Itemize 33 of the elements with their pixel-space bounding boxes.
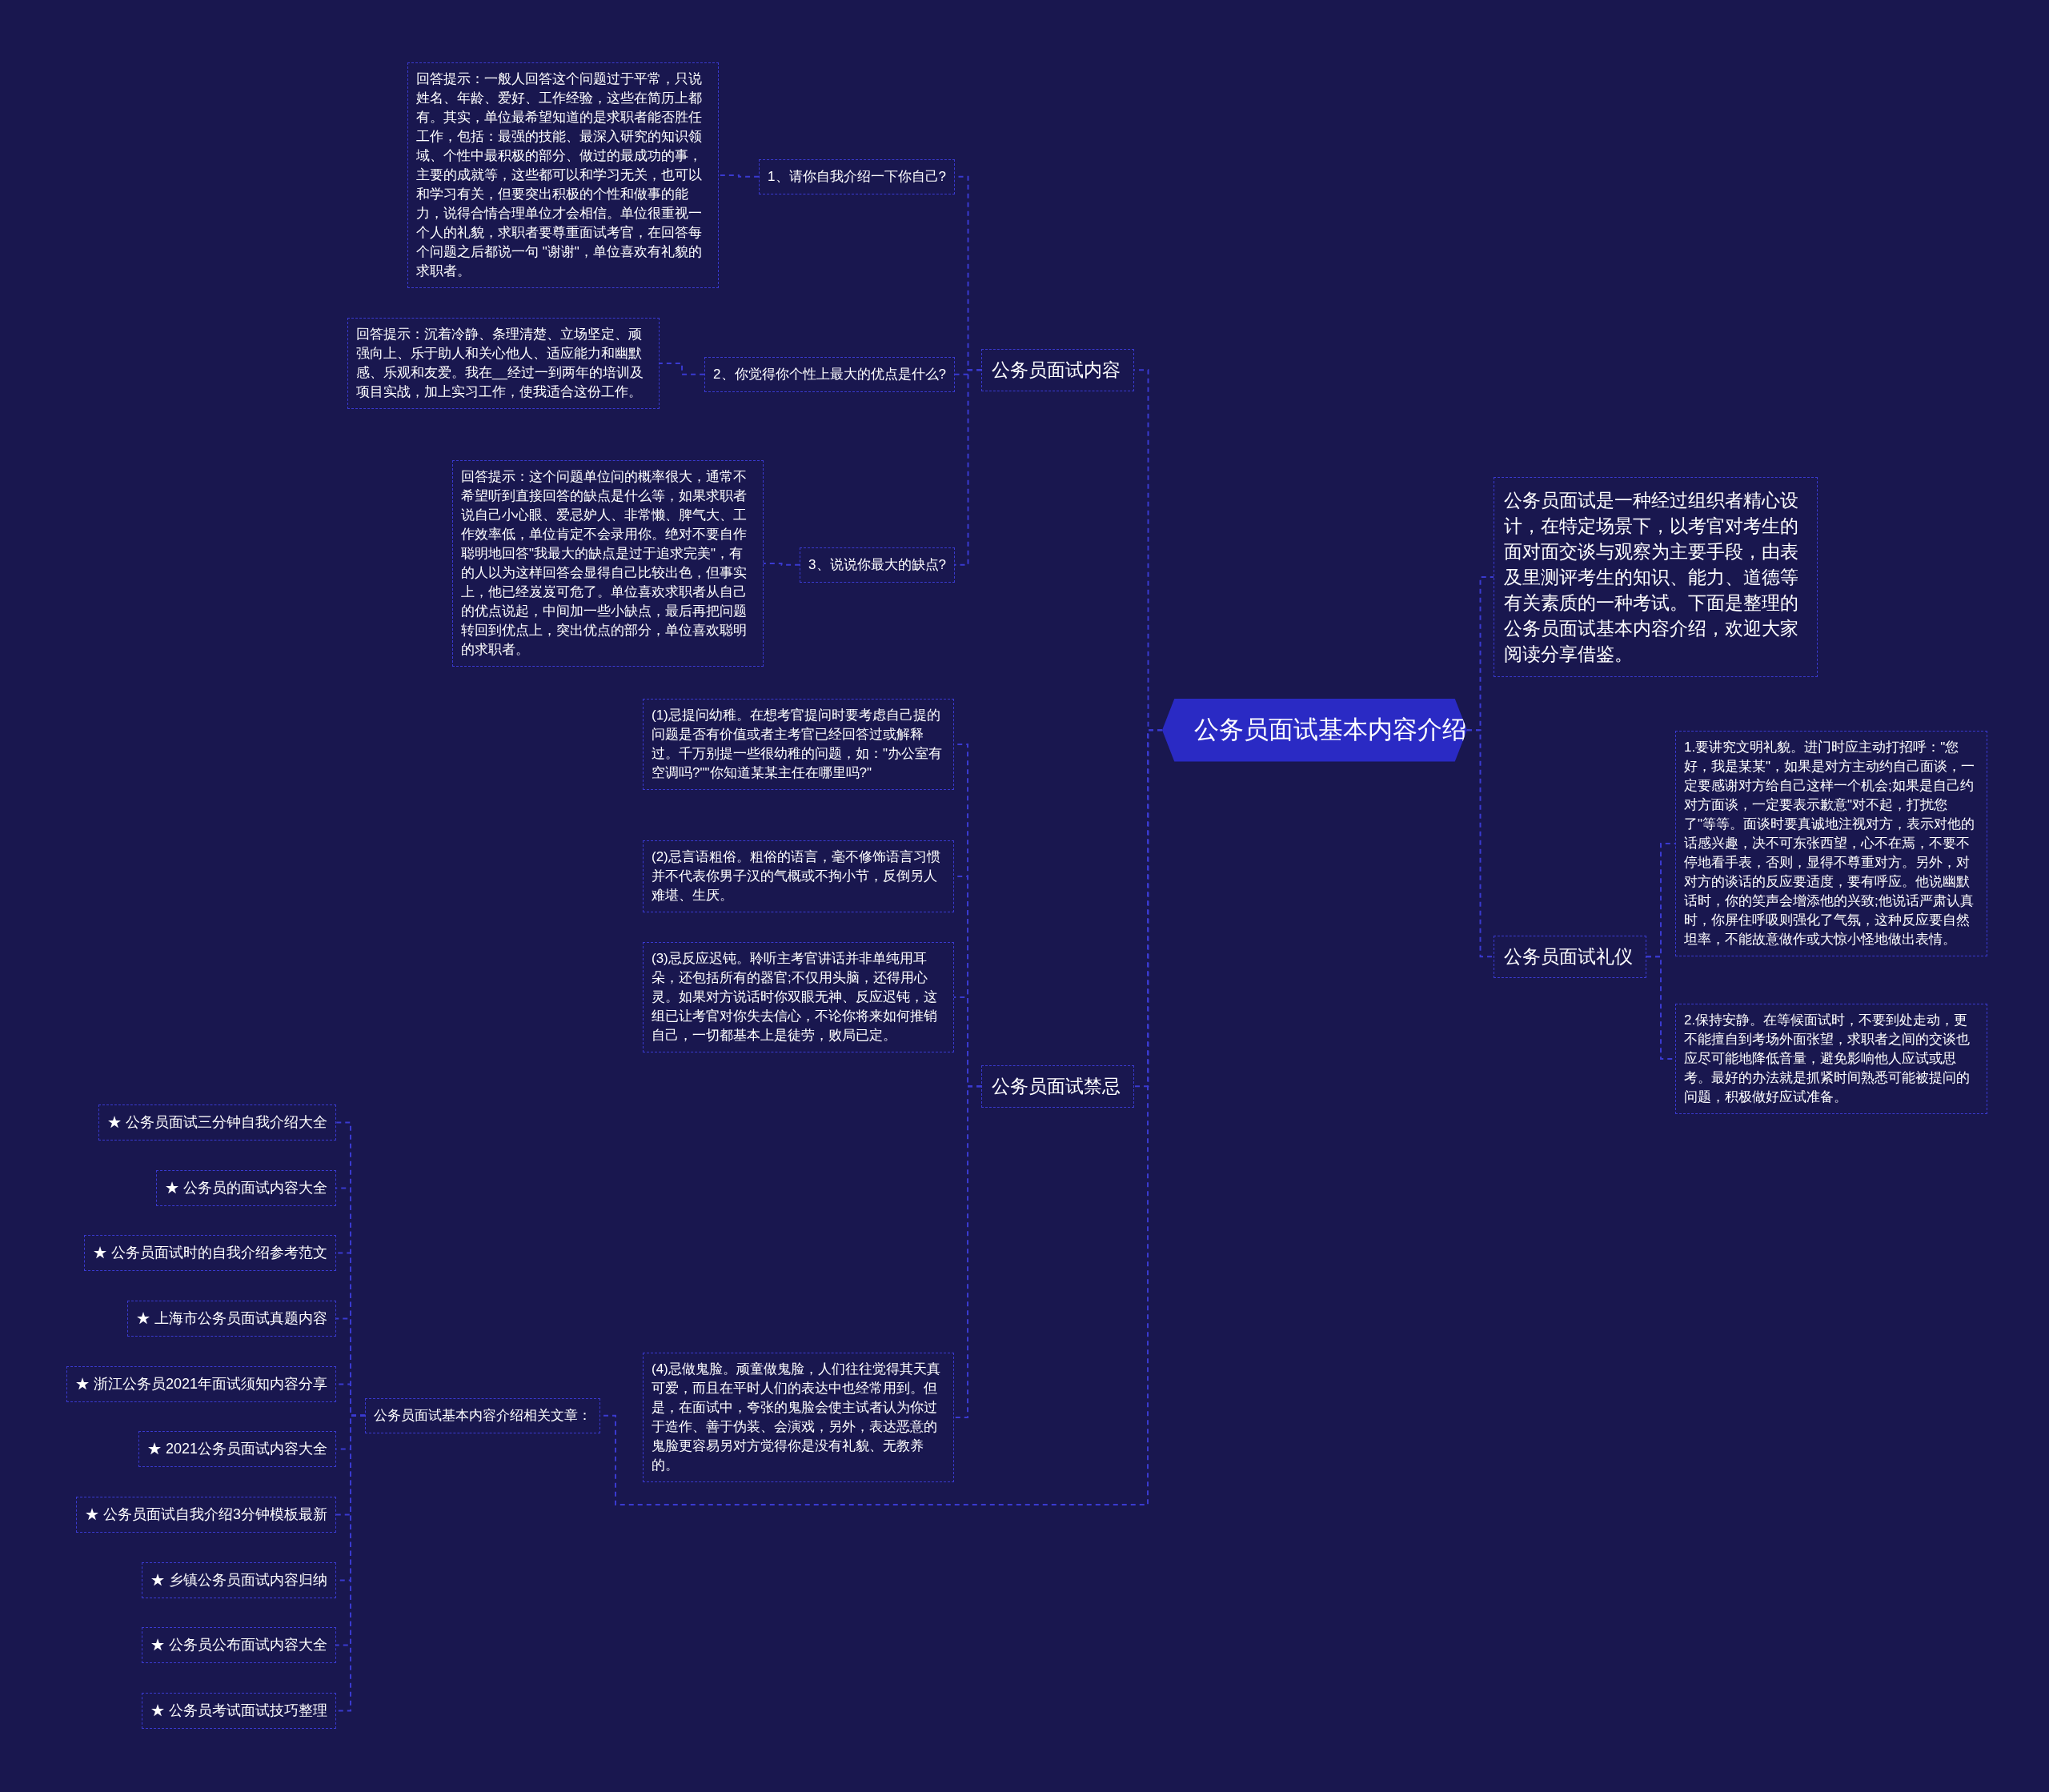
article-link-item: ★ 2021公务员面试内容大全 — [138, 1431, 336, 1467]
connector-line — [954, 369, 982, 566]
question-topic: 公务员面试基本内容介绍相关文章： — [365, 1398, 600, 1433]
branch-topic: 公务员面试礼仪 — [1494, 936, 1646, 978]
article-link-item: ★ 公务员的面试内容大全 — [156, 1170, 336, 1206]
question-topic: 2、你觉得你个性上最大的优点是什么? — [704, 357, 955, 392]
note-box: 2.保持安静。在等候面试时，不要到处走动，更不能擅自到考场外面张望，求职者之间的交谈也应尽可能地降低音量，避免影响他人应试或思考。最好的办法就是抓紧时间熟悉可能被提问的问题，积极做好应试准备。 — [1675, 1004, 1987, 1114]
article-link-item: ★ 公务员面试时的自我介绍参考范文 — [84, 1235, 336, 1271]
article-link-item: ★ 公务员面试三分钟自我介绍大全 — [98, 1104, 336, 1141]
question-topic: 1、请你自我介绍一下你自己? — [759, 159, 955, 194]
article-link-item: ★ 公务员公布面试内容大全 — [142, 1627, 336, 1663]
note-box: 1.要讲究文明礼貌。进门时应主动打招呼："您好，我是某某"，如果是对方主动约自己面谈，一定要感谢对方给自己这样一个机会;如果是自己约对方面谈，一定要表示歉意"对不起，打扰您了"等等。面谈时要真诚地注视对方，表示对他的话感兴趣，决不可东张西望，心不在焉，不要不停地看手表，否则，显得不尊重对方。另外，对对方的谈话的反应要适度，要有呼应。他说幽默话时，你的笑声会增添他的兴致;他说话严肃认真时，你屏住呼吸则强化了气氛，这种反应要自然坦率，不能故意做作或大惊小怪地做出表情。 — [1675, 731, 1987, 956]
article-link-item: ★ 上海市公务员面试真题内容 — [127, 1301, 336, 1337]
article-link-item: ★ 公务员考试面试技巧整理 — [142, 1693, 336, 1729]
note-box: (1)忌提问幼稚。在想考官提问时要考虑自己提的问题是否有价值或者主考官已经回答过或解释过。千万别提一些很幼稚的问题，如："办公室有空调吗?""你知道某某主任在哪里吗?" — [643, 699, 954, 790]
intro-text-box: 公务员面试是一种经过组织者精心设计，在特定场景下，以考官对考生的面对面交谈与观察为主要手段，由表及里测评考生的知识、能力、道德等有关素质的一种考试。下面是整理的公务员面试基本内容介绍，欢迎大家阅读分享借鉴。 — [1494, 477, 1818, 677]
article-link-item: ★ 浙江公务员2021年面试须知内容分享 — [66, 1366, 336, 1402]
connector-line — [763, 563, 801, 566]
note-box: 回答提示：沉着冷静、条理清楚、立场坚定、顽强向上、乐于助人和关心他人、适应能力和幽默感、乐观和友爱。我在__经过一到两年的培训及项目实战，加上实习工作，使我适合这份工作。 — [347, 318, 660, 409]
question-topic: 3、说说你最大的缺点? — [800, 547, 955, 583]
note-box: 回答提示：这个问题单位问的概率很大，通常不希望听到直接回答的缺点是什么等，如果求职者说自己小心眼、爱忌妒人、非常懒、脾气大、工作效率低，单位肯定不会录用你。绝对不要自作聪明地回答"我最大的缺点是过于追求完美"，有的人以为这样回答会显得自己比较出色，但事实上，他已经岌岌可危了。单位喜欢求职者从自己的优点说起，中间加一些小缺点，最后再把问题转回到优点上，突出优点的部分，单位喜欢聪明的求职者。 — [452, 460, 764, 667]
note-box: (4)忌做鬼脸。顽童做鬼脸，人们往往觉得其天真可爱，而且在平时人们的表达中也经常用到。但是，在面试中，夸张的鬼脸会使主试者认为你过于造作、善于伪装、会演戏，另外，表达恶意的鬼脸更容易另对方觉得你是没有礼貌、无教养的。 — [643, 1353, 954, 1482]
connector-line — [1466, 729, 1494, 958]
branch-topic: 公务员面试内容 — [981, 349, 1134, 391]
connector-line — [953, 1085, 982, 1418]
connector-line — [718, 174, 760, 178]
note-box: 回答提示：一般人回答这个问题过于平常，只说姓名、年龄、爱好、工作经验，这些在简历上都有。其实，单位最希望知道的是求职者能否胜任工作，包括：最强的技能、最深入研究的知识领域、个性中最积极的部分、做过的最成功的事，主要的成就等，这些都可以和学习无关，也可以和学习有关，但要突出积极的个性和做事的能力，说得合情合理单位才会相信。单位很重视一个人的礼貌，求职者要尊重面试考官，在回答每个问题之后都说一句 "谢谢"，单位喜欢有礼貌的求职者。 — [407, 62, 719, 288]
note-box: (3)忌反应迟钝。聆听主考官讲话并非单纯用耳朵，还包括所有的器官;不仅用头脑，还得用心灵。如果对方说话时你双眼无神、反应迟钝，这组已让考官对你失去信心，不论你将来如何推销自己，一切都基本上是徒劳，败局已定。 — [643, 942, 954, 1052]
note-box: (2)忌言语粗俗。粗俗的语言，毫不修饰语言习惯并不代表你男子汉的气概或不拘小节，反倒另人难堪、生厌。 — [643, 840, 954, 912]
branch-topic: 公务员面试禁忌 — [981, 1065, 1134, 1108]
article-link-item: ★ 公务员面试自我介绍3分钟模板最新 — [76, 1497, 336, 1533]
connector-line — [659, 363, 706, 375]
article-link-item: ★ 乡镇公务员面试内容归纳 — [142, 1562, 336, 1598]
